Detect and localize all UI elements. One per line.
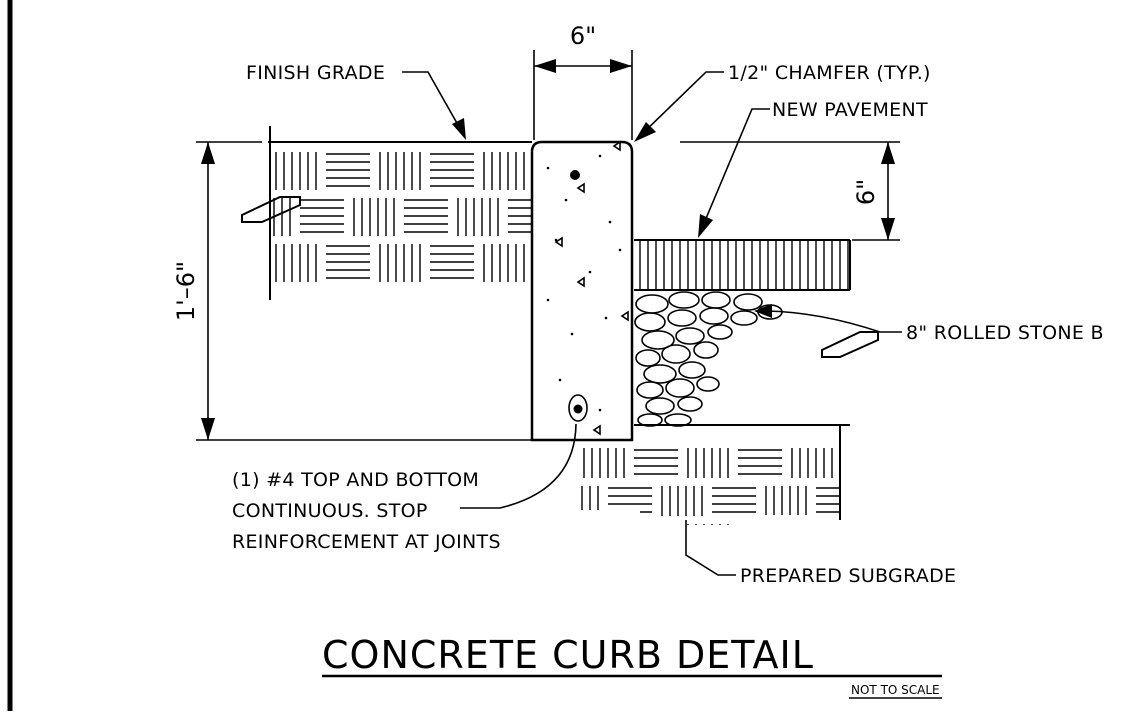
aggregate-dot <box>558 378 562 382</box>
stone-base-label: 8" ROLLED STONE B <box>906 322 1104 344</box>
leader-new-pavement: NEW PAVEMENT <box>698 99 928 238</box>
curb-width-text: 6" <box>570 22 596 50</box>
dim-curb-height: 1'–6" <box>172 141 532 441</box>
break-symbol-right <box>821 331 879 358</box>
stone <box>634 312 666 332</box>
stone <box>699 307 729 325</box>
stone <box>675 327 705 345</box>
top-rebar <box>570 170 580 180</box>
stone <box>661 344 691 364</box>
finish-grade-soil <box>268 126 532 300</box>
aggregate-dot <box>604 316 608 320</box>
stone <box>635 294 669 314</box>
stone <box>643 364 677 384</box>
stone <box>693 341 719 359</box>
aggregate-dot <box>598 408 602 412</box>
aggregate-stone <box>592 424 601 436</box>
stone <box>641 330 675 350</box>
rolled-stone-base <box>634 291 783 427</box>
stone <box>733 293 763 311</box>
new-pavement-layer <box>634 239 851 291</box>
curb-reveal-text: 6" <box>852 179 880 205</box>
aggregate-dot <box>598 154 602 158</box>
aggregate-dot <box>588 270 592 274</box>
stone <box>645 397 675 415</box>
stone <box>668 291 700 309</box>
stone <box>707 324 733 340</box>
leader-finish-grade: FINISH GRADE <box>246 62 466 140</box>
scale-note: NOT TO SCALE <box>851 683 940 697</box>
bottom-rebar <box>573 404 583 414</box>
stone <box>730 310 758 326</box>
stone <box>677 396 703 412</box>
aggregate-stone <box>576 276 585 288</box>
new-pavement-label: NEW PAVEMENT <box>772 99 928 121</box>
aggregate-stone <box>620 310 629 322</box>
stone <box>696 376 720 392</box>
leader-rebar: (1) #4 TOP AND BOTTOM CONTINUOUS. STOP R… <box>232 423 577 553</box>
stone <box>678 361 706 379</box>
stone <box>665 378 695 398</box>
aggregate-dot <box>564 198 568 202</box>
aggregate-stone <box>554 236 563 248</box>
stone <box>667 309 697 327</box>
stone <box>636 381 664 399</box>
dim-curb-width: 6" <box>533 22 633 140</box>
stone <box>701 291 731 309</box>
stone <box>635 349 661 367</box>
bottom-rebar-outline <box>568 394 588 422</box>
drawing-title: CONCRETE CURB DETAIL <box>322 633 814 677</box>
curb-height-text: 1'–6" <box>172 261 200 321</box>
leader-subgrade: PREPARED SUBGRADE <box>685 520 956 587</box>
aggregate-stone <box>612 140 621 152</box>
dim-curb-reveal: 6" <box>680 141 900 241</box>
aggregate-dot <box>546 298 550 302</box>
subgrade-label: PREPARED SUBGRADE <box>740 565 956 587</box>
aggregate-dot <box>618 248 622 252</box>
chamfer-label: 1/2" CHAMFER (TYP.) <box>728 62 931 84</box>
rebar-note-line2: CONTINUOUS. STOP <box>232 500 428 522</box>
rebar-note-line1: (1) #4 TOP AND BOTTOM <box>232 469 479 491</box>
aggregate-stone <box>576 182 585 194</box>
aggregate-dot <box>570 332 574 336</box>
leader-stone-base: 8" ROLLED STONE B <box>754 304 1104 344</box>
break-symbol-left <box>241 196 301 223</box>
prepared-subgrade <box>581 425 841 525</box>
title-block: CONCRETE CURB DETAIL NOT TO SCALE <box>322 633 942 699</box>
leader-chamfer: 1/2" CHAMFER (TYP.) <box>634 62 931 142</box>
aggregate-dot <box>546 166 550 170</box>
aggregate-dot <box>608 220 612 224</box>
concrete-curb <box>530 140 634 442</box>
rebar-note-line3: REINFORCEMENT AT JOINTS <box>232 531 501 553</box>
finish-grade-label: FINISH GRADE <box>246 62 385 84</box>
